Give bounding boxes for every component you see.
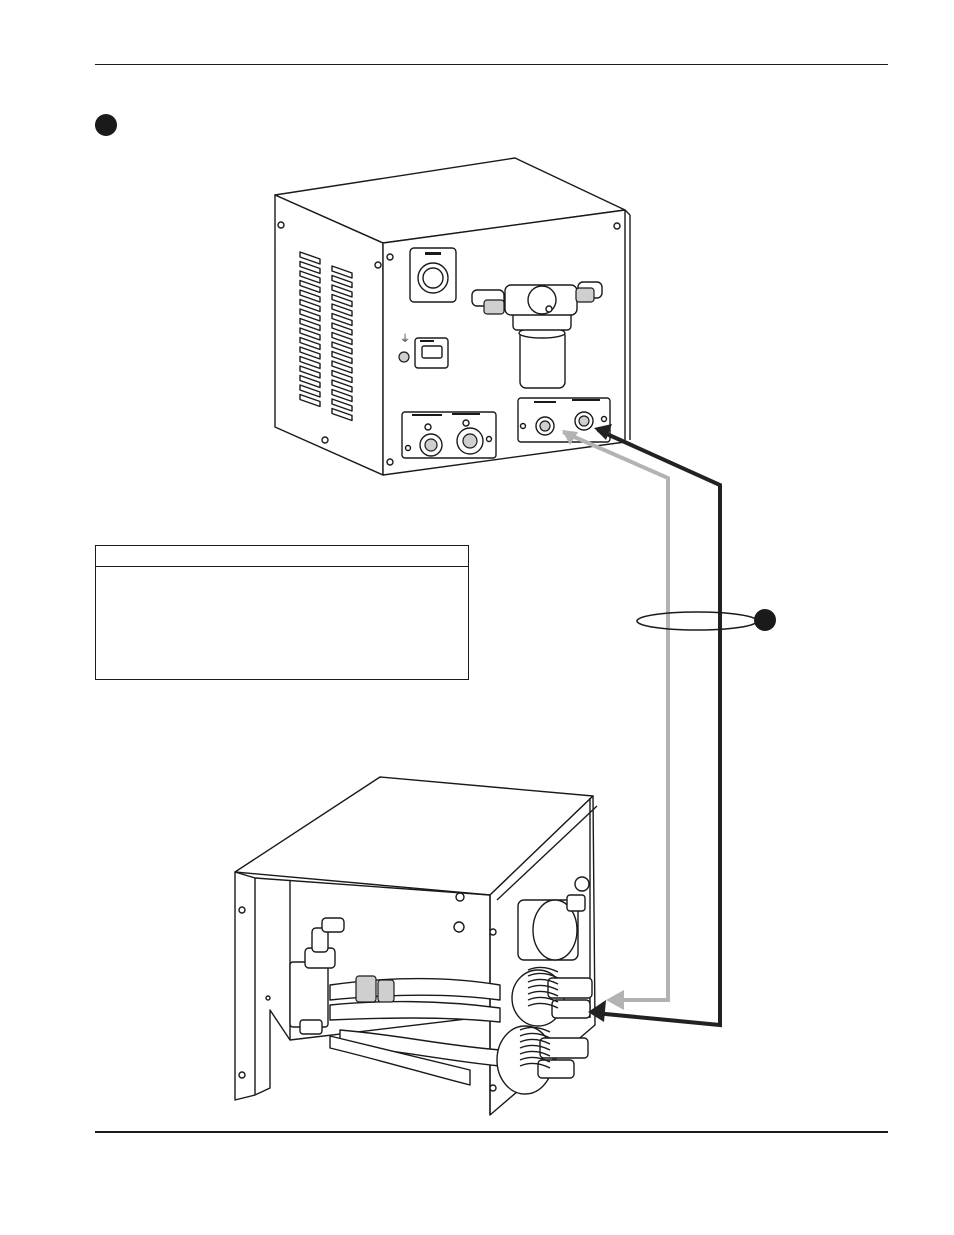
- strain-relief-fin: [527, 978, 559, 985]
- vent-slat: [331, 369, 353, 384]
- vent-slat: [331, 331, 353, 346]
- vent-slat: [299, 289, 321, 303]
- strain-relief-fin: [519, 1050, 551, 1057]
- vent-slat: [299, 298, 321, 313]
- strain-relief-fin: [519, 1038, 551, 1045]
- vent-slat: [331, 265, 353, 279]
- vent-slat: [299, 384, 321, 398]
- manifold-block: [289, 961, 329, 1028]
- vent-slat: [299, 346, 321, 360]
- step-marker-icon: [95, 114, 117, 136]
- hose-bundle-ring: [636, 611, 758, 631]
- strain-relief-fin: [519, 1044, 551, 1051]
- vent-slat: [299, 355, 321, 370]
- vent-slat: [331, 284, 353, 298]
- vent-slat: [331, 398, 353, 412]
- strain-relief-fin: [519, 1032, 551, 1039]
- vent-slat: [299, 336, 321, 351]
- cooler-unit: ⏚: [274, 157, 631, 476]
- vent-slat: [299, 260, 321, 275]
- strain-relief-fin: [527, 972, 559, 979]
- vent-slat: [331, 274, 353, 289]
- vent-slat: [331, 379, 353, 393]
- ground-symbol-icon: ⏚: [400, 333, 410, 345]
- vent-slat: [299, 270, 321, 284]
- vent-slat: [299, 365, 321, 379]
- vent-slat: [299, 374, 321, 389]
- vent-slat: [299, 251, 321, 265]
- torch-unit: [234, 776, 598, 1116]
- header-rule: [95, 64, 888, 65]
- strain-relief-fin: [527, 1002, 559, 1009]
- vent-slat: [299, 279, 321, 294]
- vent-slat: [331, 360, 353, 374]
- vent-slat: [299, 393, 321, 408]
- footer-rule: [95, 1131, 888, 1133]
- vent-slat: [331, 341, 353, 355]
- vent-slat: [331, 388, 353, 403]
- vent-slat: [331, 312, 353, 327]
- side-vents: [299, 251, 353, 422]
- return-hose: [594, 428, 722, 1028]
- strain-relief-fin: [527, 996, 559, 1003]
- coolant-filter: [471, 281, 603, 389]
- strain-relief-fin: [519, 1056, 551, 1063]
- vent-slat: [331, 293, 353, 308]
- strain-relief-fin: [519, 1062, 551, 1069]
- strain-relief-fin: [527, 984, 559, 991]
- legend-box: [95, 545, 469, 680]
- vent-slat: [331, 407, 353, 422]
- fitting-plate-right: [517, 397, 611, 443]
- vent-slat: [299, 327, 321, 341]
- vent-slat: [299, 308, 321, 322]
- supply-hose: [562, 430, 670, 1002]
- strain-relief-fin: [527, 966, 559, 973]
- vent-slat: [331, 322, 353, 336]
- strain-relief-fin: [527, 990, 559, 997]
- callout-marker-icon: [754, 609, 776, 631]
- vent-slat: [299, 317, 321, 332]
- vent-slat: [331, 350, 353, 365]
- hose-set: [562, 424, 758, 1028]
- vent-slat: [331, 303, 353, 317]
- strain-relief-fin: [519, 1026, 551, 1033]
- legend-box-header: [96, 546, 468, 567]
